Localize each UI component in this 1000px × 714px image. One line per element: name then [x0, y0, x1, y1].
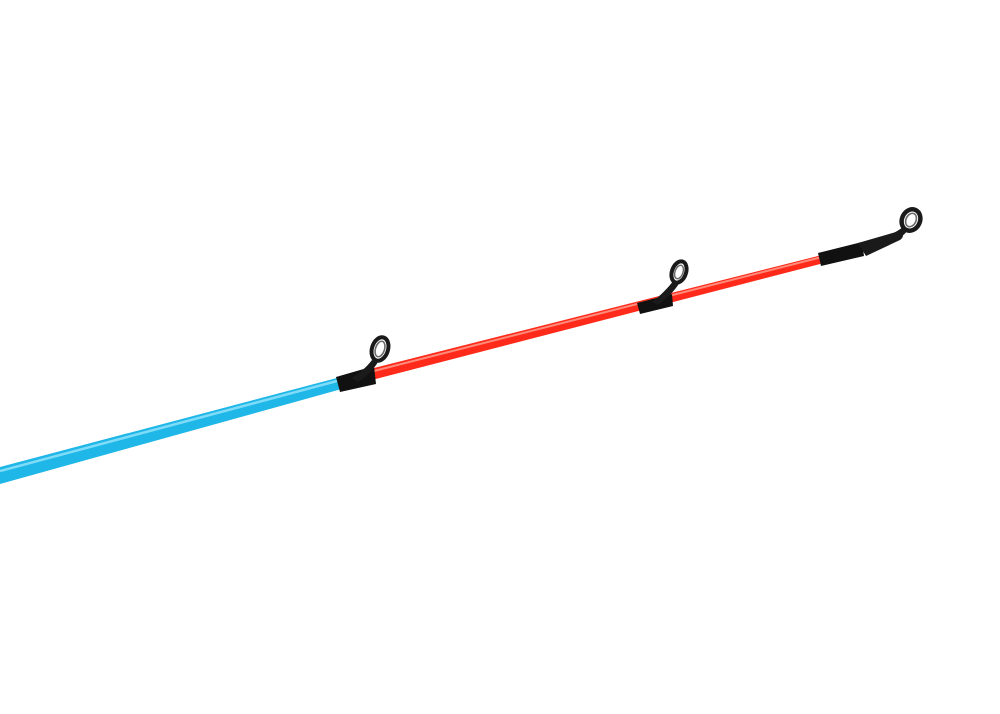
first-guide-ring [374, 340, 386, 358]
blue-blank-highlight [0, 375, 353, 473]
tip-top-ring [904, 212, 918, 228]
red-blank-highlight [365, 256, 823, 374]
middle-guide-frame [669, 259, 689, 285]
tip-top-frame [899, 207, 923, 233]
blue-blank-section [0, 374, 356, 484]
tip-top-arm [884, 226, 908, 244]
first-guide-foot [352, 360, 378, 382]
middle-guide [637, 259, 689, 314]
first-guide [336, 335, 391, 392]
middle-guide-foot [652, 280, 680, 305]
tip-top-guide [818, 207, 923, 266]
tip-top-wrap [818, 242, 864, 266]
middle-guide-ring [673, 264, 685, 280]
first-guide-frame [369, 335, 391, 363]
